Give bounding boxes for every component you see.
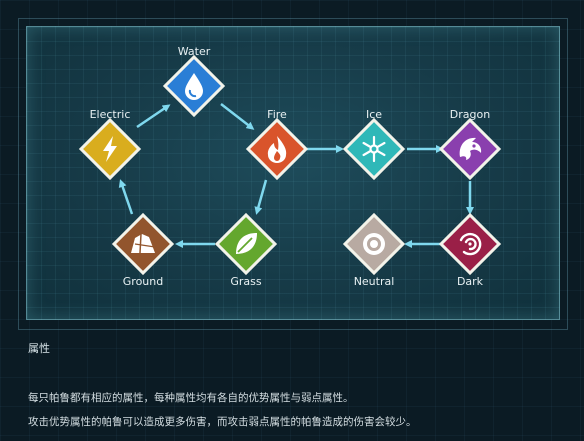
- label-water: Water: [178, 45, 211, 58]
- arrow-ground-to-electric: [118, 179, 134, 215]
- leaf-icon: [236, 233, 257, 254]
- vortex-icon: [459, 232, 482, 256]
- dragon-icon: [459, 137, 482, 160]
- arrow-water-to-fire: [220, 103, 255, 130]
- label-ice: Ice: [366, 108, 382, 121]
- description-line-2: 攻击优势属性的帕鲁可以造成更多伤害，而攻击弱点属性的帕鲁造成的伤害会较少。: [28, 416, 417, 428]
- water-drop-icon: [185, 73, 203, 100]
- label-dragon: Dragon: [450, 108, 490, 121]
- label-fire: Fire: [267, 108, 287, 121]
- arrow-fire-to-grass: [254, 179, 268, 215]
- snowflake-icon: [362, 135, 386, 163]
- label-grass: Grass: [230, 275, 262, 288]
- arrow-electric-to-water: [136, 104, 171, 129]
- element-electric: [78, 117, 142, 181]
- label-electric: Electric: [90, 108, 131, 121]
- label-ground: Ground: [123, 275, 163, 288]
- rock-icon: [131, 233, 156, 254]
- label-dark: Dark: [457, 275, 484, 288]
- element-fire: [245, 117, 309, 181]
- section-title: 属性: [28, 342, 50, 355]
- description-line-1: 每只帕鲁都有相应的属性，每种属性均有各自的优势属性与弱点属性。: [28, 392, 354, 404]
- element-dragon: [438, 117, 502, 181]
- element-ground: [111, 212, 175, 276]
- label-neutral: Neutral: [354, 275, 395, 288]
- element-water: [162, 54, 226, 118]
- target-ring-icon: [363, 233, 385, 255]
- outer-frame: [18, 18, 568, 330]
- element-neutral: [342, 212, 406, 276]
- element-ice: [342, 117, 406, 181]
- lightning-icon: [103, 136, 117, 162]
- element-grass: [214, 212, 278, 276]
- element-dark: [438, 212, 502, 276]
- flame-icon: [267, 136, 287, 163]
